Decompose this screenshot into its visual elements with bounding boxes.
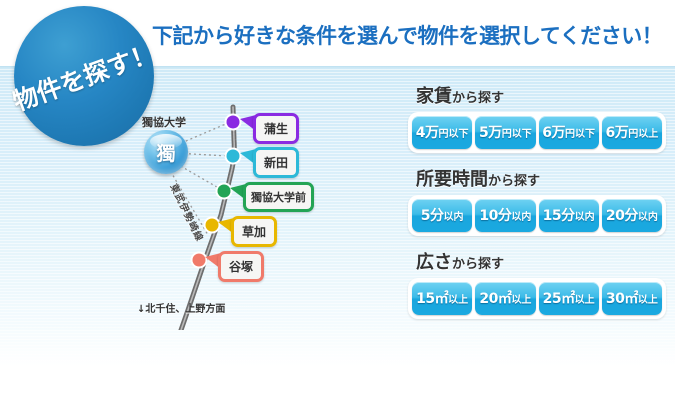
panel-top-edge — [0, 66, 675, 68]
option-number: 10分 — [479, 208, 512, 224]
option-unit: 以上 — [448, 295, 469, 306]
option-unit: 以内 — [574, 212, 595, 223]
map-lines-svg — [167, 104, 256, 330]
section-title-traveltime: 所要時間から探す — [416, 165, 666, 191]
label-tail-shinden — [240, 149, 256, 165]
search-properties-badge[interactable]: 物件を探す！ — [9, 6, 160, 146]
option-number: 6万 — [605, 125, 629, 141]
station-dot-kamo — [226, 115, 240, 129]
option-number: 30㎡ — [605, 291, 638, 307]
station-label-shinden[interactable]: 新田 — [253, 147, 300, 178]
option-unit: 以内 — [511, 212, 532, 223]
dokkyo-logo-glyph: 獨 — [156, 142, 176, 165]
label-tail-dokkyo — [230, 184, 246, 200]
rent-option-3[interactable]: 6万円以下 — [538, 116, 599, 149]
station-dot-dokkyo — [217, 184, 231, 198]
option-unit: 以内 — [637, 212, 658, 223]
filter-section-traveltime: 所要時間から探す 5分以内 10分以内 15分以内 20分以内 — [408, 165, 666, 236]
option-number: 20分 — [605, 208, 638, 224]
section-title-sub: から探す — [488, 174, 541, 189]
option-unit: 円以下 — [501, 129, 532, 140]
station-label-kamo[interactable]: 蒲生 — [253, 113, 300, 144]
station-label-dokkyo-daigaku-mae[interactable]: 獨協大学前 — [243, 182, 314, 212]
section-title-sub: から探す — [452, 257, 505, 272]
direction-note: ↓北千住、上野方面 — [137, 304, 226, 315]
option-unit: 以上 — [511, 295, 532, 306]
option-unit: 円以下 — [565, 129, 595, 140]
traveltime-option-2[interactable]: 10分以内 — [475, 199, 536, 232]
option-unit: 円以上 — [628, 129, 659, 140]
option-number: 5分 — [420, 208, 444, 224]
filter-section-rent: 家賃から探す 4万円以下 5万円以下 6万円以下 6万円以上 — [408, 82, 666, 153]
station-dot-shinden — [226, 149, 240, 163]
section-title-main: 所要時間 — [416, 169, 488, 190]
option-number: 20㎡ — [479, 291, 512, 307]
rent-option-2[interactable]: 5万円以下 — [475, 116, 536, 149]
university-label: 獨協大学 — [142, 116, 186, 129]
rent-option-1[interactable]: 4万円以下 — [412, 116, 473, 149]
section-title-main: 家賃 — [416, 86, 452, 107]
station-label-yatsuka[interactable]: 谷塚 — [218, 251, 265, 282]
rent-option-group: 4万円以下 5万円以下 6万円以下 6万円以上 — [408, 112, 666, 153]
option-unit: 以内 — [443, 212, 464, 223]
section-title-rent: 家賃から探す — [416, 82, 666, 108]
option-number: 5万 — [479, 125, 502, 141]
traveltime-option-group: 5分以内 10分以内 15分以内 20分以内 — [408, 195, 666, 236]
train-line-map: 獨協大学 獨 東武伊勢崎線 蒲生 新田 獨協大学前 草加 谷塚 ↓北千住、上野方… — [120, 95, 340, 330]
label-tail-yatsuka — [205, 253, 221, 269]
option-number: 15㎡ — [416, 291, 449, 307]
station-dot-soka — [205, 218, 219, 232]
traveltime-option-4[interactable]: 20分以内 — [601, 199, 662, 232]
station-dot-yatsuka — [192, 253, 206, 267]
search-filters: 家賃から探す 4万円以下 5万円以下 6万円以下 6万円以上 所要時間から探す — [408, 82, 666, 331]
traveltime-option-3[interactable]: 15分以内 — [538, 199, 599, 232]
dokkyo-logo-icon: 獨 — [144, 130, 188, 174]
footer-spacer — [0, 366, 675, 417]
option-unit: 円以下 — [438, 129, 469, 140]
option-unit: 以上 — [637, 295, 658, 306]
page-title: 下記から好きな条件を選んで物件を選択してください！ — [152, 24, 663, 48]
option-number: 4万 — [415, 125, 439, 141]
traveltime-option-1[interactable]: 5分以内 — [412, 199, 473, 232]
option-unit: 以上 — [574, 295, 595, 306]
section-title-size: 広さから探す — [416, 248, 666, 274]
rent-option-4[interactable]: 6万円以上 — [601, 116, 662, 149]
station-label-soka[interactable]: 草加 — [231, 216, 278, 247]
label-tail-soka — [218, 218, 234, 234]
option-number: 25㎡ — [542, 291, 575, 307]
section-title-sub: から探す — [452, 91, 505, 106]
section-title-main: 広さ — [416, 252, 452, 273]
label-tail-kamo — [240, 115, 256, 131]
option-number: 15分 — [542, 208, 575, 224]
option-number: 6万 — [542, 125, 565, 141]
